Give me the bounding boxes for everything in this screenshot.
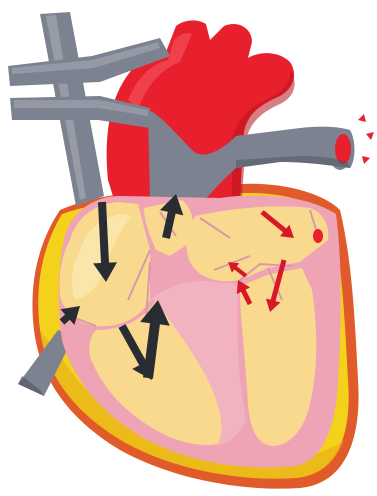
left-ventricle — [240, 268, 316, 446]
